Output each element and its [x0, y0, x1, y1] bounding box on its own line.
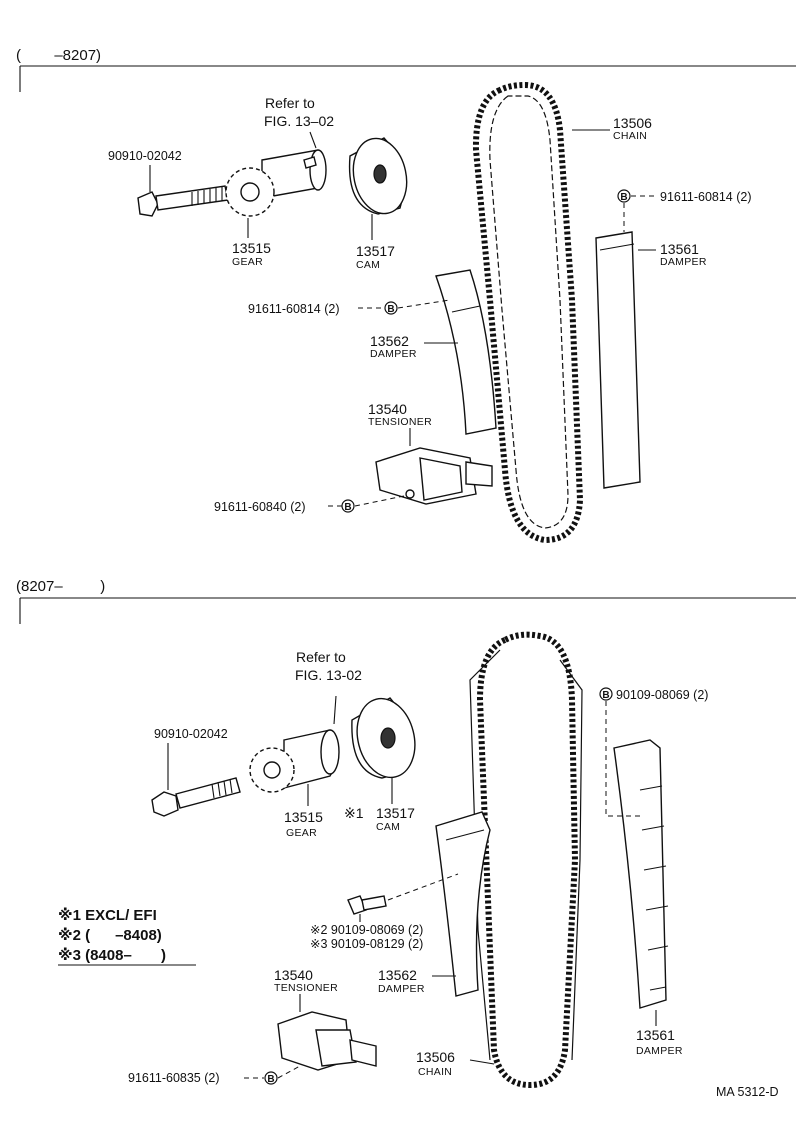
- top-gear-name: GEAR: [232, 256, 263, 268]
- top-section-header: ( –8207): [16, 47, 101, 64]
- note-1: ※1 EXCL/ EFI: [58, 906, 157, 924]
- bottom-chain-number: 13506: [416, 1049, 455, 1065]
- bottom-marker-b2: B: [267, 1074, 274, 1085]
- notes: ※1 EXCL/ EFI ※2 ( –8408) ※3 (8408– ): [58, 906, 196, 966]
- top-left-damper-number: 13562: [370, 333, 409, 349]
- top-left-damper-bolt: 91611-60814 (2): [248, 302, 340, 316]
- bottom-gear-name: GEAR: [286, 827, 317, 839]
- note-2: ※2 ( –8408): [58, 926, 162, 944]
- top-tensioner-name: TENSIONER: [368, 416, 432, 428]
- top-tensioner: [375, 447, 493, 505]
- bottom-refer-line2: FIG. 13-02: [295, 667, 362, 683]
- bottom-section: (8207– ) Refer to FIG. 13-02 90910-02042…: [16, 578, 796, 1099]
- bottom-left-damper-bolt1: ※2 90109-08069 (2): [310, 923, 423, 937]
- top-right-damper-bolt-marker: [617, 189, 631, 203]
- top-section: ( –8207) 90910-02042 13515 GEAR Refer to…: [16, 47, 796, 544]
- bottom-right-damper-number: 13561: [636, 1027, 675, 1043]
- top-tensioner-bolt: 91611-60840 (2): [214, 500, 306, 514]
- top-refer-line2: FIG. 13–02: [264, 113, 334, 129]
- bottom-left-damper-bolt2: ※3 90109-08129 (2): [310, 937, 423, 951]
- top-right-damper-name: DAMPER: [660, 256, 707, 268]
- note-3: ※3 (8408– ): [58, 946, 166, 964]
- top-marker-b1: B: [620, 192, 627, 203]
- bottom-chain: [469, 631, 583, 1089]
- bottom-tensioner-bolt-marker: [264, 1071, 278, 1085]
- bottom-refer-line1: Refer to: [296, 649, 346, 665]
- top-section-bracket: [19, 65, 796, 92]
- bottom-left-damper-name: DAMPER: [378, 983, 425, 995]
- top-chain-number: 13506: [613, 115, 652, 131]
- bottom-gear-number: 13515: [284, 809, 323, 825]
- bottom-right-damper-bolt-marker: [599, 687, 613, 701]
- bottom-cam-name: CAM: [376, 821, 400, 833]
- top-cam-number: 13517: [356, 243, 395, 259]
- bottom-cam-number: 13517: [376, 805, 415, 821]
- top-left-damper-name: DAMPER: [370, 348, 417, 360]
- bottom-right-damper: [613, 739, 669, 1009]
- bottom-gear: [249, 729, 340, 793]
- top-tensioner-number: 13540: [368, 401, 407, 417]
- top-cam-name: CAM: [356, 259, 380, 271]
- top-chain-name: CHAIN: [613, 130, 647, 142]
- bottom-section-bracket: [19, 597, 796, 624]
- top-marker-b3: B: [344, 502, 351, 513]
- bottom-right-damper-name: DAMPER: [636, 1045, 683, 1057]
- top-chain: [472, 81, 584, 544]
- bottom-bolt-label: 90910-02042: [154, 727, 228, 741]
- top-left-damper: [435, 269, 497, 435]
- bottom-tensioner: [277, 1011, 377, 1071]
- bottom-left-damper-number: 13562: [378, 967, 417, 983]
- top-left-damper-bolt-marker: [384, 301, 398, 315]
- top-right-damper-number: 13561: [660, 241, 699, 257]
- top-refer-line1: Refer to: [265, 95, 315, 111]
- top-bolt: [137, 185, 229, 217]
- top-gear-number: 13515: [232, 240, 271, 256]
- bottom-chain-name: CHAIN: [418, 1066, 452, 1078]
- bottom-left-damper-bolt-part: [347, 895, 387, 915]
- bottom-right-damper-bolt: 90109-08069 (2): [616, 688, 708, 702]
- bottom-bolt: [151, 777, 241, 817]
- top-bolt-label: 90910-02042: [108, 149, 182, 163]
- bottom-left-damper: [435, 811, 491, 997]
- bottom-tensioner-number: 13540: [274, 967, 313, 983]
- top-marker-b2: B: [387, 304, 394, 315]
- top-gear: [225, 149, 327, 217]
- top-cam: [348, 137, 408, 215]
- top-right-damper: [595, 231, 641, 489]
- top-right-damper-bolt: 91611-60814 (2): [660, 190, 752, 204]
- bottom-cam-mark: ※1: [344, 805, 364, 821]
- bottom-tensioner-bolt: 91611-60835 (2): [128, 1071, 220, 1085]
- bottom-cam: [351, 697, 416, 779]
- footer-code: MA 5312-D: [716, 1085, 779, 1099]
- bottom-section-header: (8207– ): [16, 578, 105, 595]
- bottom-marker-b1: B: [602, 690, 609, 701]
- top-tensioner-bolt-marker: [341, 499, 355, 513]
- bottom-tensioner-name: TENSIONER: [274, 982, 338, 994]
